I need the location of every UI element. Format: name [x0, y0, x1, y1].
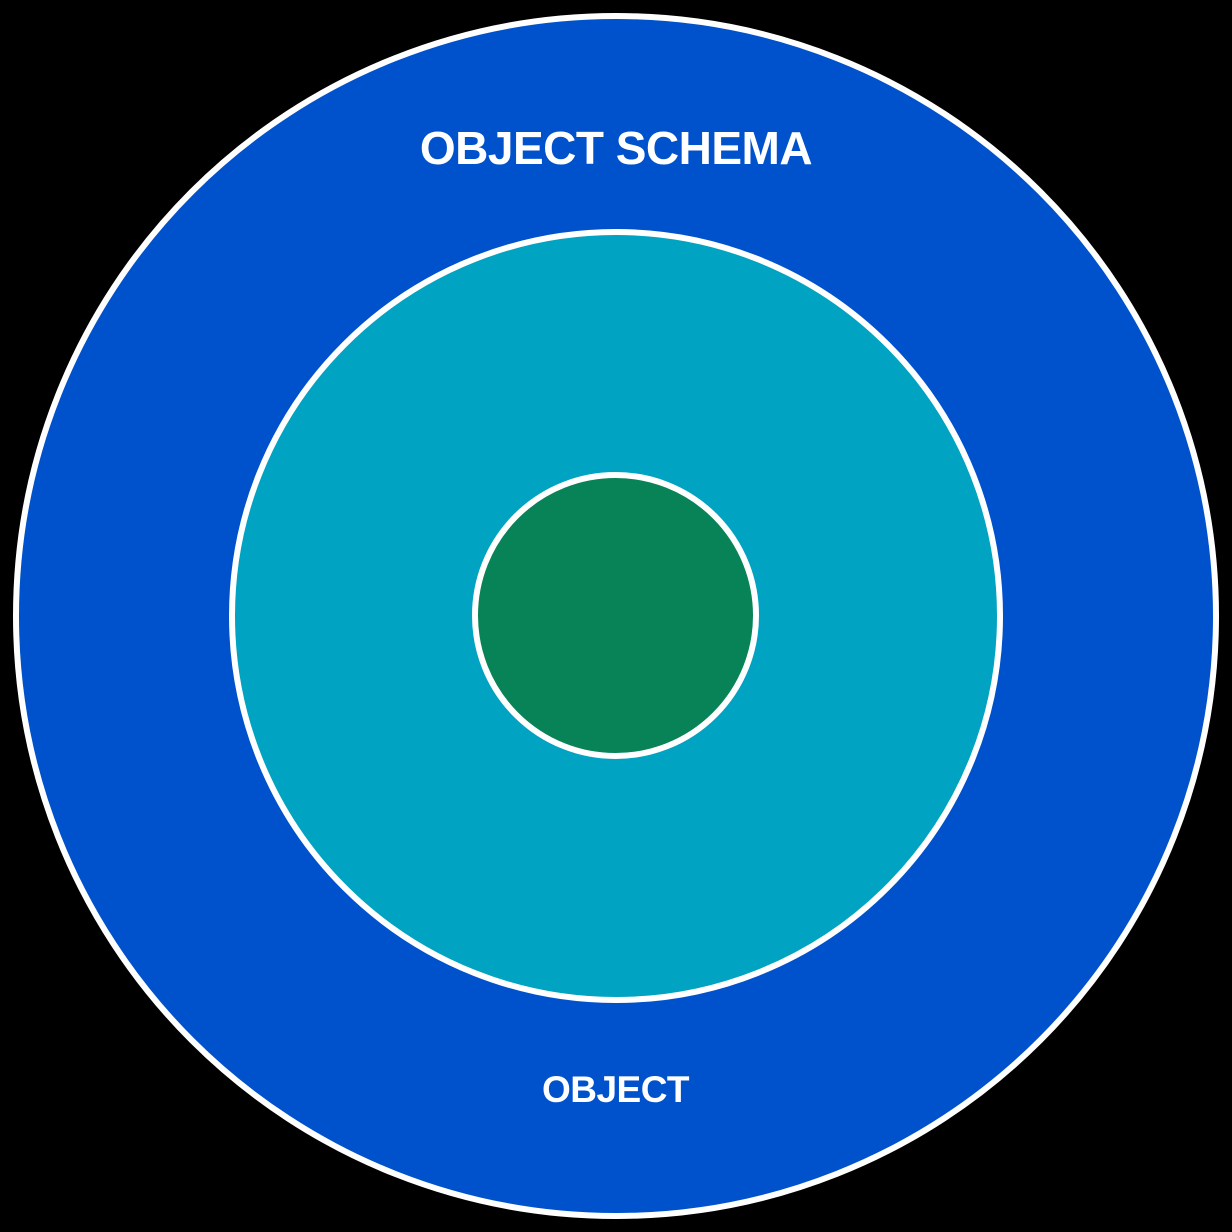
label-object: OBJECT [541, 1069, 690, 1110]
label-object-schema: OBJECT SCHEMA [419, 122, 813, 174]
circle-object[interactable]: OBJECT [472, 472, 759, 1110]
